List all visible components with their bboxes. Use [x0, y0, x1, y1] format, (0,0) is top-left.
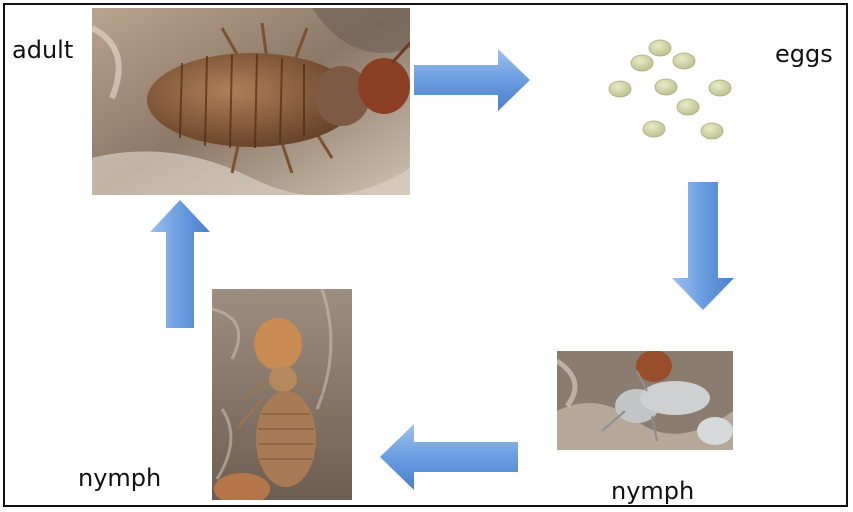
adult-insect-photo: [92, 8, 410, 195]
arrow-left: [380, 424, 518, 495]
early-nymph-photo: [212, 289, 352, 500]
adult-insect-image: [92, 8, 410, 195]
arrow-up: [150, 200, 210, 335]
label-nymph-right: nymph: [611, 477, 694, 505]
arrow-down: [672, 182, 734, 317]
eggs-image: [600, 35, 740, 145]
egg-cluster-illustration: [600, 35, 740, 145]
label-adult: adult: [12, 36, 73, 64]
early-nymph-image: [212, 289, 352, 500]
arrow-right: [414, 49, 532, 116]
late-nymph-photo: [557, 351, 733, 450]
label-nymph-left: nymph: [78, 464, 161, 492]
late-nymph-image: [557, 351, 733, 450]
label-eggs: eggs: [775, 40, 833, 68]
